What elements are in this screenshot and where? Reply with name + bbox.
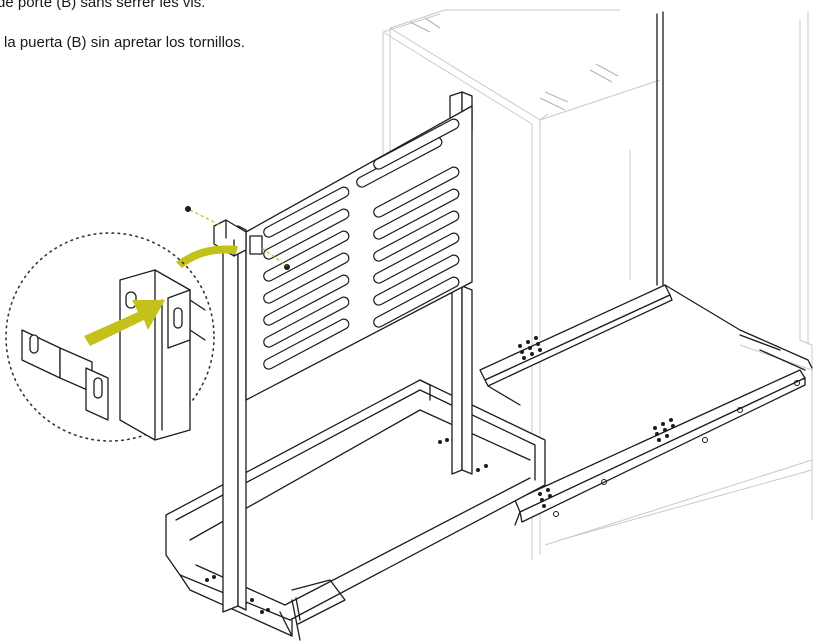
- frame-uprights: [222, 91, 473, 613]
- vented-panel: [245, 105, 473, 401]
- insert-arrow-icon: [84, 300, 165, 346]
- pointer-arrow-curve: [176, 245, 238, 268]
- drawer-runner: [479, 284, 813, 526]
- caption-spanish: la puerta (B) sin apretar los tornillos.: [4, 34, 245, 51]
- side-panel: [656, 11, 664, 286]
- basket-tray: [165, 379, 546, 641]
- zoom-detail: [5, 232, 215, 442]
- caption-french: de porte (B) sans serrer les vis.: [0, 0, 206, 11]
- screw-icon: [185, 206, 191, 212]
